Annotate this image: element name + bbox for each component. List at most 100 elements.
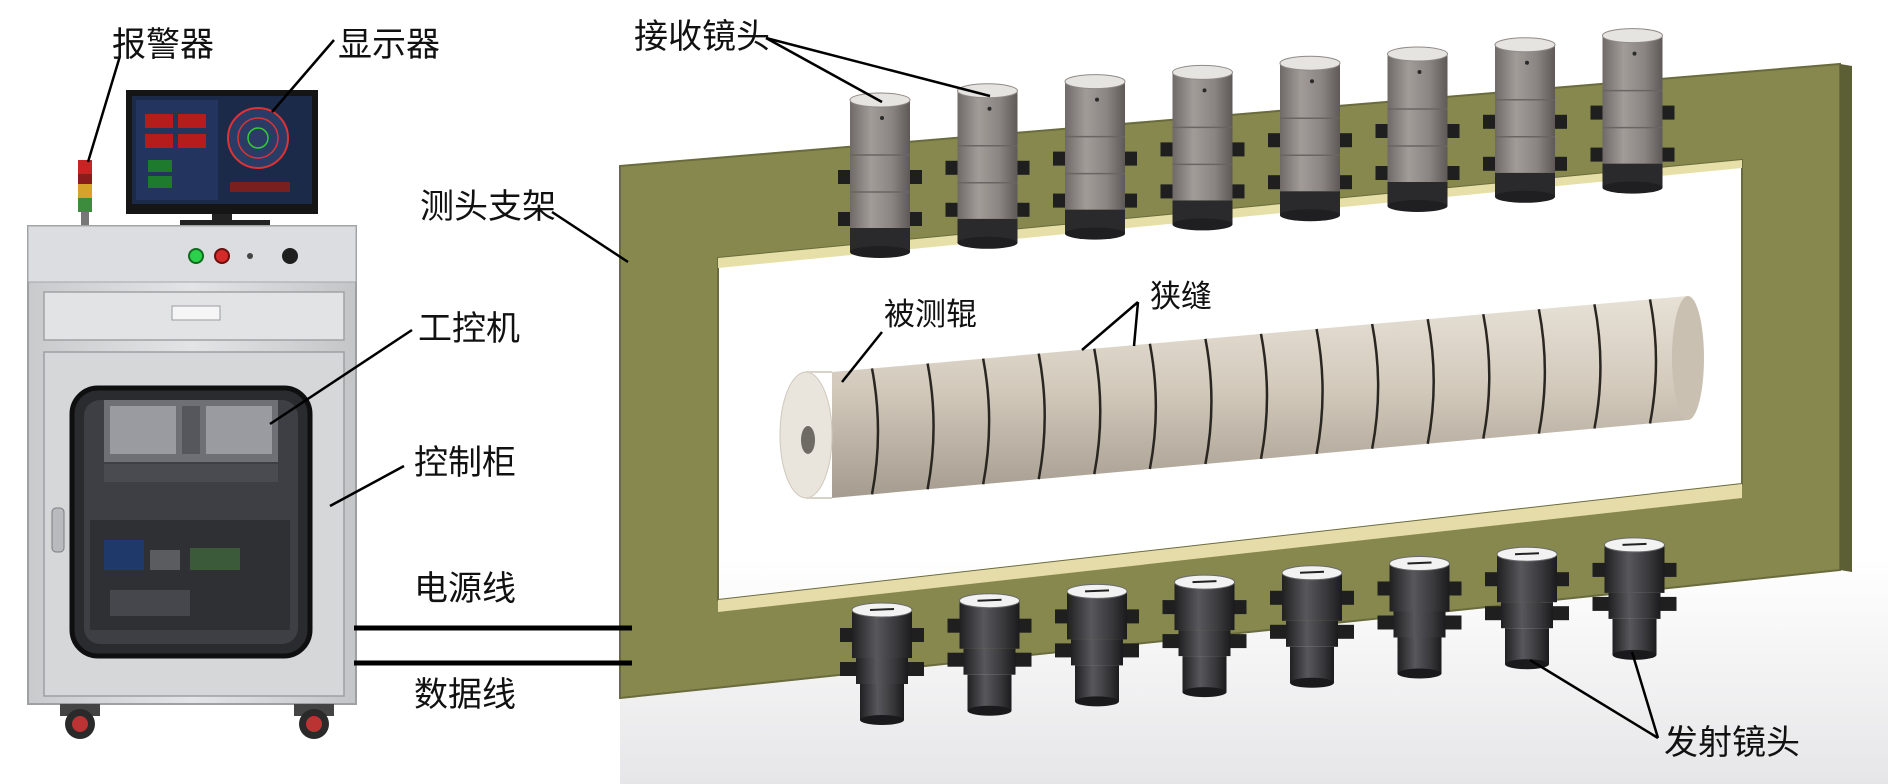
lens-body-upper [1067,591,1127,640]
lens-body-mid [1393,611,1446,638]
lens-body-mid [1178,630,1231,657]
lens-bracket [1551,606,1569,621]
emitter-lens [1270,565,1354,688]
emitter-lens [1162,574,1247,698]
lens-body-upper [959,600,1020,649]
emitter-lenses [840,537,1677,725]
lens-body-mid [1501,602,1553,629]
lens-body-upper [1282,572,1342,621]
receiver-lens [838,92,922,258]
label-display: 显示器 [338,25,440,65]
label-alarm: 报警器 [112,25,214,65]
cables [354,625,632,666]
lens-body-mid [1071,639,1123,666]
label-power-line: 电源线 [414,569,516,609]
lens-body-mid [856,658,908,684]
lens-screw [1525,60,1529,65]
lens-screw [1202,88,1207,93]
lens-screw [1310,79,1314,84]
lens-cap [1387,46,1448,62]
label-slit: 狭缝 [1150,279,1212,315]
roller-slit [1204,338,1213,465]
lens-slot [1622,542,1647,546]
leader-lines [86,36,1660,740]
emitter-lens [1592,537,1677,660]
control-cabinet [27,90,357,739]
lens-foot [967,705,1012,716]
leader-roller [841,331,883,383]
roller-slit [1315,328,1324,455]
lens-base-edge [957,236,1018,249]
lens-bracket [1228,634,1247,649]
label-ipc: 工控机 [418,309,520,349]
label-control-cabinet: 控制柜 [414,443,516,483]
lens-bracket [947,652,966,667]
roller-slit [981,358,991,485]
label-data-line: 数据线 [414,675,516,715]
label-receiver-lens: 接收镜头 [634,17,770,57]
receiver-lens [1160,64,1245,231]
lens-bracket [1592,596,1611,611]
lens-bracket [1162,634,1181,649]
lens-body [1387,54,1448,182]
lens-bracket [906,662,924,676]
lens-foot [1290,677,1334,688]
lens-body [1065,81,1125,210]
lens-foot [1397,668,1442,679]
lens-body-lower [1290,646,1334,683]
lens-slot [1192,580,1217,584]
lens-bracket [1377,615,1396,630]
roller-slit [1482,313,1491,439]
roller-slit [870,368,880,495]
lens-base-edge [1280,209,1340,222]
receiver-lens [1483,37,1567,203]
roller-slit [1093,348,1102,475]
lens-foot [1075,696,1119,707]
lens-foot [860,715,904,725]
lens-bracket [1485,606,1503,621]
lens-foot [1505,659,1549,670]
lens-body-lower [1182,656,1227,693]
lens-base-edge [1495,190,1555,203]
lens-bracket [1013,652,1032,667]
roller-slit [1370,323,1380,450]
roller-slit [926,363,935,490]
lens-bracket [1658,596,1677,611]
lens-foot [1182,687,1227,698]
receiver-lens [1268,55,1352,222]
lens-body-lower [1505,628,1549,665]
label-emitter-lens: 发射镜头 [1664,723,1800,763]
emitter-lens [1377,556,1462,679]
lens-slot [1299,570,1325,574]
lens-screw [987,106,992,111]
lens-bracket [1270,624,1288,639]
lens-body-upper [1389,563,1450,612]
lens-bracket [1443,615,1462,630]
lens-screw [1417,70,1422,74]
emitter-lens [1485,546,1569,670]
label-measured-roller: 被测辊 [884,297,977,333]
lens-body-mid [1286,620,1338,647]
lens-cap [957,83,1018,99]
lens-base-edge [850,246,910,258]
lens-bracket [1121,643,1139,658]
lens-body-lower [860,684,904,720]
alarm-light [78,160,92,226]
lens-screw [880,116,884,120]
lens-slot [977,598,1002,602]
lens-body-upper [852,610,912,658]
leader-receiver-2 [765,36,991,98]
lens-body [1495,44,1555,173]
lens-slot [1084,589,1110,593]
leader-emitter-2 [1630,651,1660,739]
lens-base-edge [1172,218,1233,231]
lens-body-mid [963,648,1016,675]
lens-body [1172,72,1233,201]
lens-screw [1632,51,1637,56]
leader-slit-2 [1132,301,1140,347]
lens-body-lower [967,674,1012,711]
receiver-lens [945,83,1030,249]
lens-slot [1407,561,1432,565]
lens-bracket [840,662,858,676]
